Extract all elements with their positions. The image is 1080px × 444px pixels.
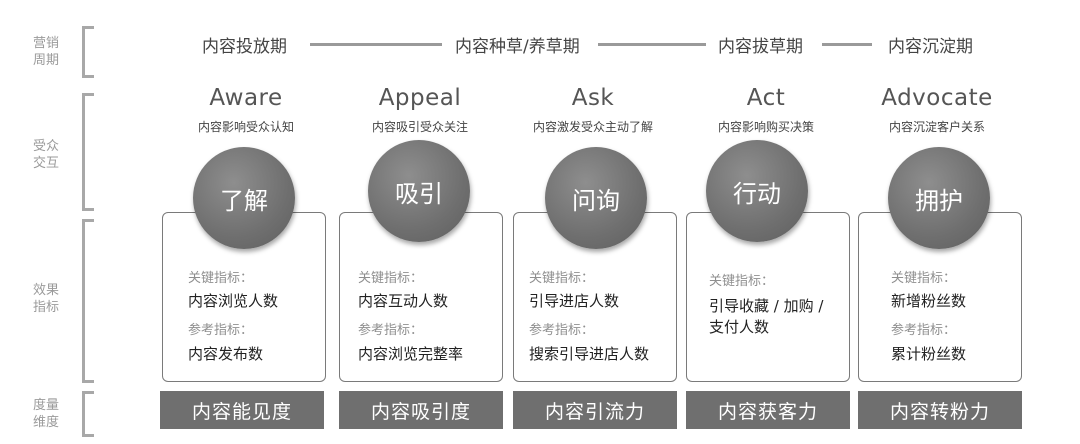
stage-title-advocate: Advocate [881,85,993,111]
metric-card-appeal: 关键指标： 内容互动人数 参考指标： 内容浏览完整率 [339,212,503,382]
key-metric-value: 新增粉丝数 [891,292,967,310]
key-metric-value: 内容浏览人数 [188,292,279,310]
metric-card-act: 关键指标： 引导收藏 / 加购 / 支付人数 [686,212,850,382]
dimension-bar-act: 内容获客力 [686,391,850,429]
bracket-effect-metrics [82,219,94,383]
dimension-bar-ask: 内容引流力 [513,391,677,429]
phase-launch: 内容投放期 [202,37,287,57]
stage-title-appeal: Appeal [378,85,462,111]
section-label-effect-metrics: 效果 指标 [32,283,59,315]
stage-circle-appeal: 吸引 [368,140,470,242]
stage-desc-advocate: 内容沉淀客户关系 [888,120,985,134]
section-label-audience-interaction: 受众 交互 [32,139,59,171]
key-metric-label: 关键指标： [891,271,957,286]
phase-seeding: 内容种草/养草期 [455,37,580,57]
phase-retention: 内容沉淀期 [888,37,973,57]
key-metric-value: 引导进店人数 [529,292,620,310]
phase-connector [598,43,706,46]
ref-metric-value: 搜索引导进店人数 [529,345,650,363]
ref-metric-value: 累计粉丝数 [891,345,967,363]
stage-title-aware: Aware [209,85,283,111]
ref-metric-label: 参考指标： [529,323,595,338]
bracket-marketing-cycle [82,26,94,78]
stage-circle-aware: 了解 [193,147,295,249]
ref-metric-label: 参考指标： [891,323,957,338]
stage-desc-act: 内容影响购买决策 [717,120,814,134]
stage-title-act: Act [746,85,786,111]
stage-desc-appeal: 内容吸引受众关注 [371,120,468,134]
stage-circle-act: 行动 [706,140,808,242]
section-label-measure-dimension: 度量 维度 [32,398,59,430]
key-metric-label: 关键指标： [358,271,424,286]
stage-title-ask: Ask [571,85,615,111]
stage-circle-ask: 问询 [545,147,647,249]
phase-conversion: 内容拔草期 [718,37,803,57]
key-metric-value: 内容互动人数 [358,292,449,310]
ref-metric-value: 内容发布数 [188,345,264,363]
ref-metric-value: 内容浏览完整率 [358,345,464,363]
key-metric-value: 引导收藏 / 加购 / 支付人数 [709,297,824,336]
ref-metric-label: 参考指标： [358,323,424,338]
bracket-measure-dimension [82,391,94,437]
dimension-bar-appeal: 内容吸引度 [339,391,503,429]
key-metric-label: 关键指标： [709,274,775,289]
section-label-marketing-cycle: 营销 周期 [32,36,59,68]
dimension-bar-aware: 内容能见度 [160,391,324,429]
key-metric-label: 关键指标： [188,271,254,286]
stage-circle-advocate: 拥护 [888,147,990,249]
phase-connector [310,43,442,46]
phase-connector [822,43,872,46]
key-metric-label: 关键指标： [529,271,595,286]
ref-metric-label: 参考指标： [188,323,254,338]
stage-desc-ask: 内容激发受众主动了解 [532,120,653,134]
bracket-audience-interaction [82,93,94,211]
stage-desc-aware: 内容影响受众认知 [197,120,294,134]
dimension-bar-advocate: 内容转粉力 [858,391,1022,429]
